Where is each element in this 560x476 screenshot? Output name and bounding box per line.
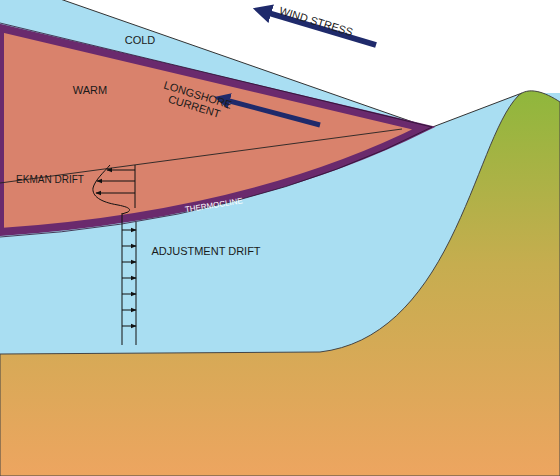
ekman-arrow	[107, 170, 135, 171]
drift-label: ADJUSTMENT DRIFT	[151, 246, 260, 258]
ekman-arrow	[97, 181, 135, 182]
layer-label: COLD	[125, 35, 156, 47]
ekman-profile	[93, 165, 130, 214]
adjustment-axis	[122, 213, 123, 345]
ekman-arrow	[96, 193, 135, 194]
drift-label: EKMAN DRIFT	[16, 175, 84, 186]
layer-label: WARM	[73, 85, 107, 97]
longshore-current-arrow	[222, 99, 320, 125]
thermocline-outline	[0, 23, 432, 237]
warm-layer	[0, 28, 424, 232]
adjustment-profile	[136, 222, 137, 345]
land	[0, 91, 560, 476]
ekman-axis	[135, 165, 136, 208]
adjustment-arrows	[122, 230, 136, 326]
